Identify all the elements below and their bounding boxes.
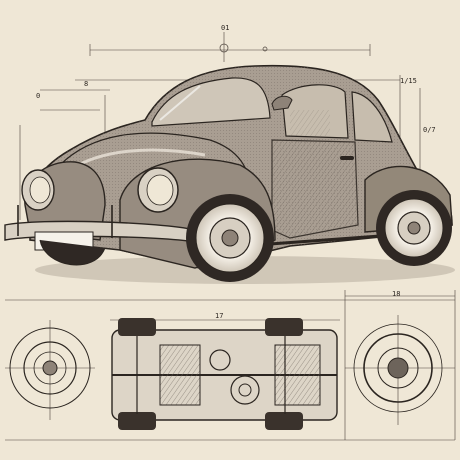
chassis-tyre-fr	[265, 318, 303, 336]
label-side-right: 0/7	[423, 126, 436, 134]
chassis-tyre-fl	[118, 318, 156, 336]
side-mirror	[271, 95, 293, 111]
chassis-tyre-rr	[265, 412, 303, 430]
label-left-small: 0	[36, 92, 40, 100]
wheel-detail-left	[5, 320, 95, 420]
side-window-rear	[351, 91, 393, 143]
headlight-left	[21, 169, 55, 211]
chassis-plan-view	[111, 318, 338, 430]
wheel-detail-right	[345, 315, 455, 425]
rear-wheel	[376, 190, 452, 266]
label-top-center: 01	[221, 24, 229, 32]
label-left-top: 8	[84, 80, 88, 88]
label-roof-right: 1/15	[400, 77, 417, 85]
label-wheel-diameter: 18	[392, 290, 400, 298]
front-wheel	[186, 194, 274, 282]
chassis-tyre-rl	[118, 412, 156, 430]
windshield	[151, 77, 271, 127]
label-chassis-length: 17	[215, 312, 223, 320]
car-side-view	[4, 64, 455, 284]
headlight-right	[137, 167, 179, 213]
door	[271, 139, 359, 239]
door-handle	[340, 156, 354, 160]
